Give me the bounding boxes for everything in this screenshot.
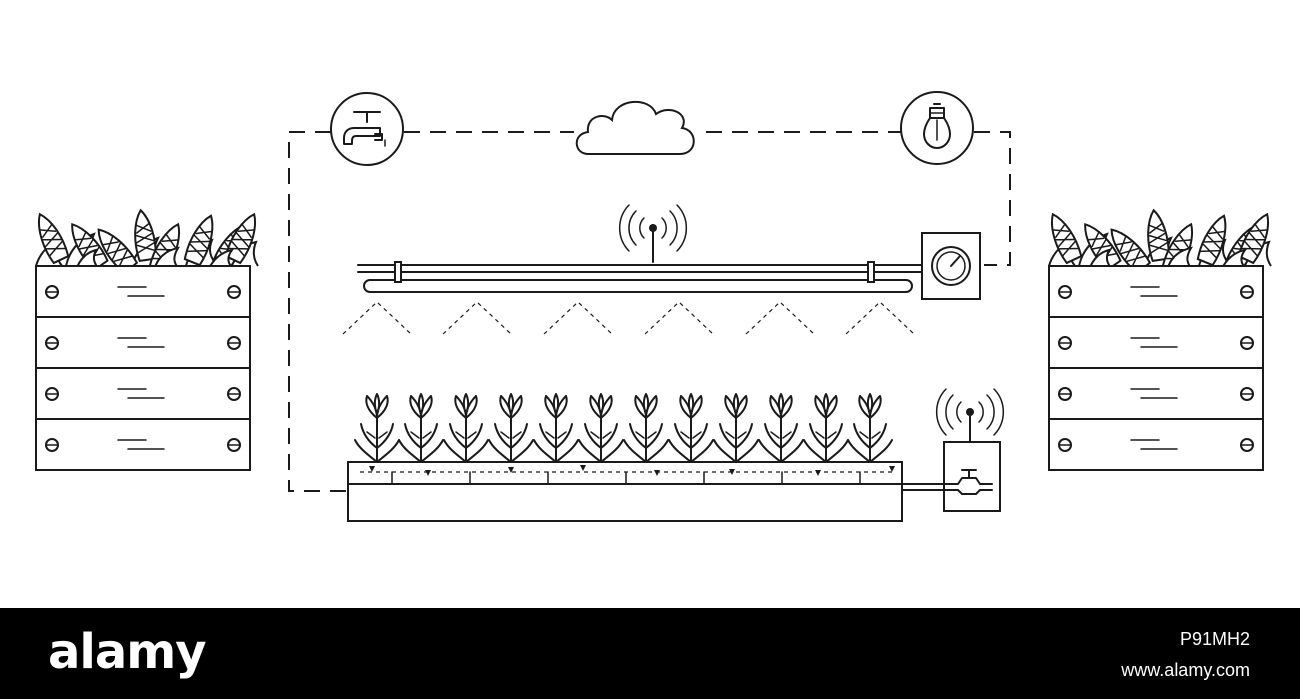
cloud-icon [575, 100, 695, 155]
water-spray [342, 301, 915, 335]
water-tap-icon [330, 92, 404, 166]
planter-bed [347, 461, 945, 522]
valve-icon [943, 408, 1001, 512]
corn-crate-right [1044, 209, 1276, 470]
corn-crate-left [31, 209, 263, 470]
control-connection-lines [288, 131, 1011, 492]
light-bulb-icon [900, 91, 974, 165]
watermark-footer: alamy P91MH2 www.alamy.com [0, 608, 1300, 699]
brand-logo: alamy [48, 624, 207, 680]
corn-plant-icon [354, 393, 893, 463]
image-id: P91MH2 [1179, 629, 1250, 649]
pressure-gauge-icon [921, 232, 981, 300]
irrigation-system-diagram [0, 91, 1300, 522]
site-url: www.alamy.com [1121, 660, 1250, 680]
sprinkler-pipe [357, 224, 923, 293]
